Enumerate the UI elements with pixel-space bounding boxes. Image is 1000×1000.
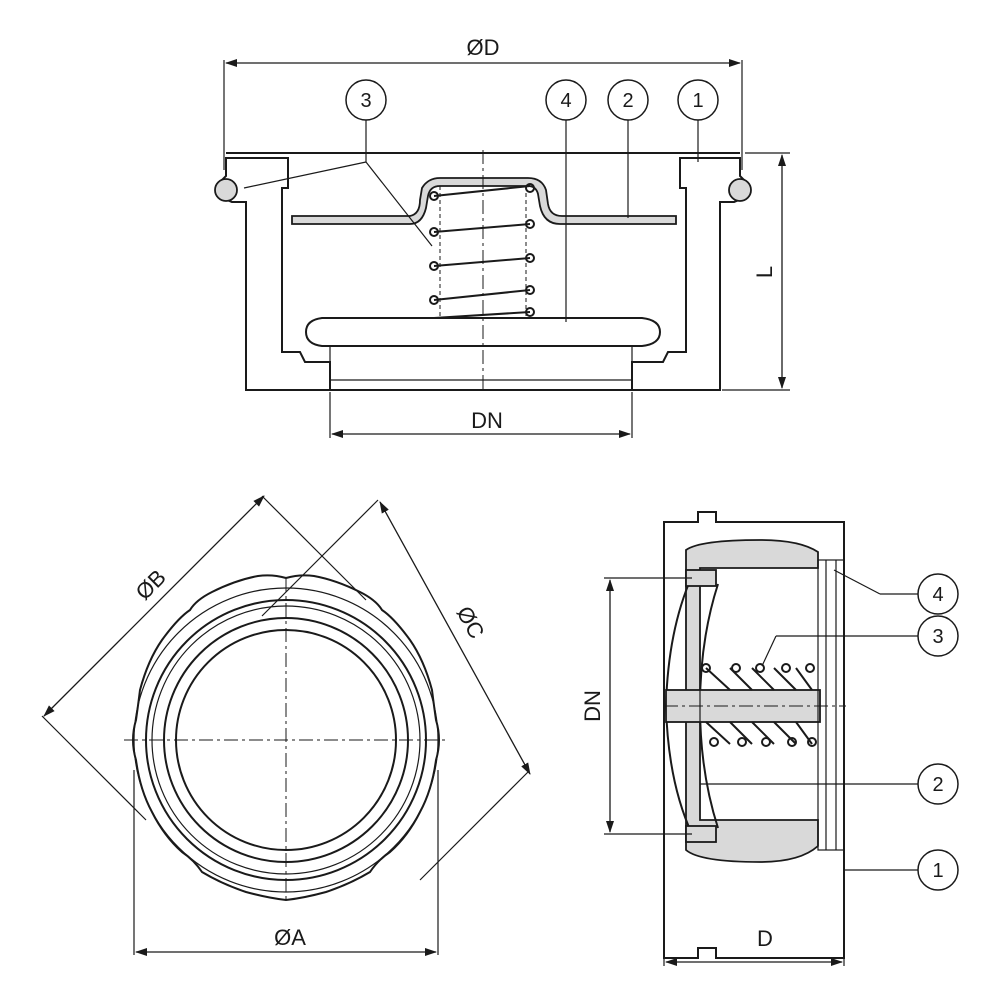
side-dimension-label-dn: DN — [580, 690, 605, 722]
extension-line — [261, 495, 367, 601]
dimension-label-oc: ØC — [452, 602, 490, 643]
dimension-label-l: L — [752, 266, 777, 278]
side-dimension-label-d: D — [757, 926, 773, 951]
guide-plate — [291, 177, 677, 225]
callout-4-top: 4 — [545, 79, 587, 322]
o-ring-right — [728, 178, 752, 202]
dimension-label-od: ØD — [467, 35, 500, 60]
extension-line — [419, 771, 529, 881]
dimension-label-dn: DN — [471, 408, 503, 433]
svg-text:2: 2 — [932, 774, 943, 796]
callout-4-side: 4 — [833, 569, 959, 615]
dimension-line-ob — [43, 495, 265, 717]
spring-coils — [429, 183, 535, 319]
svg-text:3: 3 — [932, 626, 943, 648]
svg-text:2: 2 — [622, 90, 633, 112]
callout-2-side: 2 — [700, 763, 959, 805]
callout-3-top: 3 — [243, 79, 433, 247]
side-view: DN D 4 3 2 1 — [580, 511, 959, 966]
dimension-label-ob: ØB — [131, 565, 171, 605]
svg-text:1: 1 — [692, 90, 703, 112]
valve-disc — [304, 317, 662, 347]
extension-line — [41, 715, 147, 821]
callout-3-side: 3 — [761, 615, 959, 667]
side-spring — [701, 663, 817, 747]
svg-text:1: 1 — [932, 860, 943, 882]
svg-text:4: 4 — [560, 90, 571, 112]
extension-line — [261, 499, 379, 617]
svg-text:3: 3 — [360, 90, 371, 112]
svg-text:4: 4 — [932, 584, 943, 606]
front-view: ØA ØB ØC — [41, 495, 531, 956]
callout-2-top: 2 — [607, 79, 649, 218]
callout-1-side: 1 — [844, 849, 959, 891]
o-ring-left — [214, 178, 238, 202]
callout-1-top: 1 — [677, 79, 719, 162]
dimension-label-oa: ØA — [274, 925, 306, 950]
section-view: ØD — [214, 35, 790, 438]
dimension-line-oc — [379, 501, 531, 775]
end-plate — [817, 559, 845, 851]
